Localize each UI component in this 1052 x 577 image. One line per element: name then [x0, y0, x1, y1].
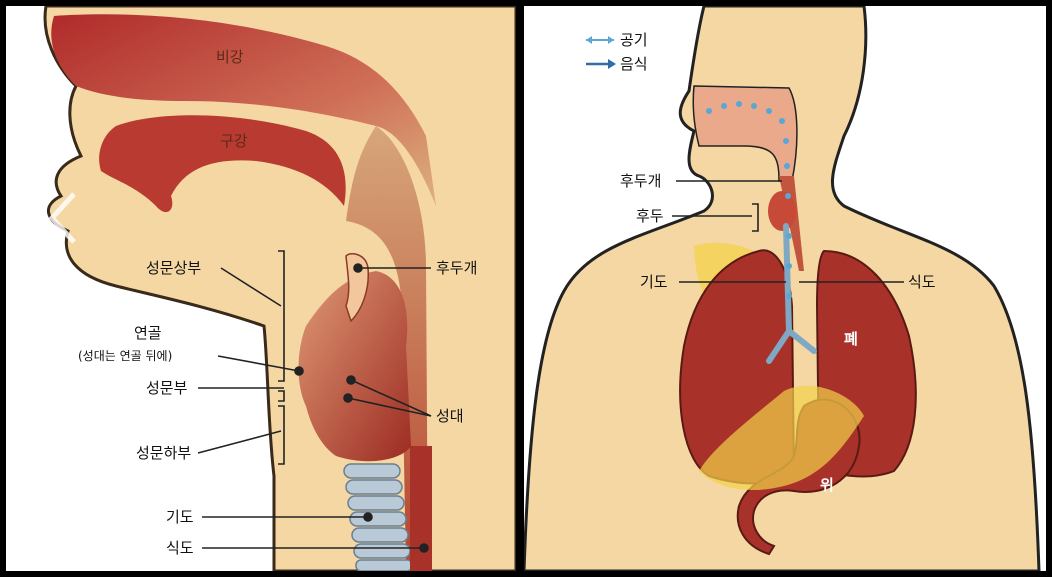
leader-lines — [197, 263, 432, 553]
label-subglottis: 성문하부 — [136, 444, 192, 462]
torso-diagram: 공기 음식 후두개 후두 기도 식도 폐 위 — [524, 6, 1046, 571]
label-supraglottis: 성문상부 — [146, 259, 202, 277]
throat-cross-section-diagram: 비강 구강 성문상부 후두개 연골 (성대는 연골 뒤에) 성문부 성대 성문하… — [6, 6, 516, 571]
chevron-left-icon — [48, 192, 76, 244]
legend-air-arrow — [586, 36, 614, 44]
label-esophagus: 식도 — [166, 539, 194, 557]
label-cartilage: 연골 — [134, 324, 162, 342]
label-trachea: 기도 — [166, 508, 194, 526]
nasal-cavity-shape — [51, 14, 436, 207]
larynx-shape — [298, 271, 411, 462]
esophagus-shape — [410, 446, 432, 571]
label-vocal-cords: 성대 — [436, 407, 464, 425]
label-nasal-cavity: 비강 — [216, 48, 244, 66]
pharynx-shape — [346, 126, 428, 571]
next-slide-button[interactable] — [968, 188, 1008, 248]
label-stomach: 위 — [820, 476, 834, 494]
label-cartilage-note: (성대는 연골 뒤에) — [78, 349, 173, 363]
chevron-right-icon — [976, 192, 1004, 244]
trachea-bronchi — [766, 223, 817, 364]
throat-illustration — [43, 6, 516, 571]
leader-lines — [672, 180, 904, 283]
torso-illustration — [524, 6, 1041, 571]
air-flow-arrows — [706, 101, 792, 299]
legend-food-arrow — [586, 59, 616, 69]
label-larynx: 후두 — [636, 207, 664, 225]
oral-cavity-shape — [99, 115, 346, 213]
label-epiglottis: 후두개 — [436, 259, 478, 277]
label-esophagus-right: 식도 — [908, 273, 936, 291]
legend-food-label: 음식 — [620, 55, 648, 73]
region-brackets — [278, 250, 285, 465]
highlight-stomach — [699, 385, 864, 491]
larynx-shape — [768, 191, 796, 231]
label-epiglottis-right: 후두개 — [620, 172, 662, 190]
label-trachea-right: 기도 — [640, 273, 668, 291]
label-glottis: 성문부 — [146, 379, 188, 397]
label-lung: 폐 — [844, 330, 858, 348]
prev-slide-button[interactable] — [44, 188, 84, 248]
legend-air-label: 공기 — [620, 31, 648, 49]
label-oral-cavity: 구강 — [220, 132, 248, 150]
epiglottis-shape — [345, 253, 370, 323]
